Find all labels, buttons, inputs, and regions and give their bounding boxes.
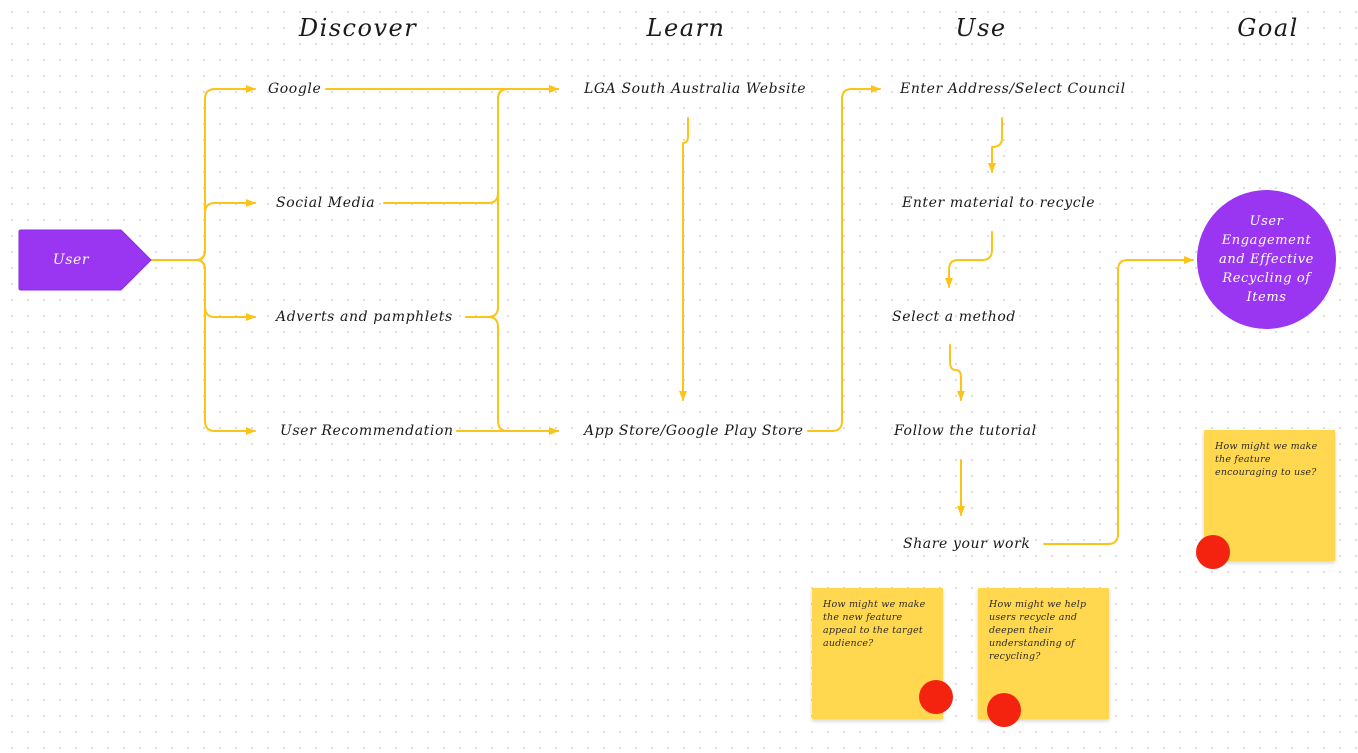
connector-user-adverts xyxy=(151,259,256,321)
connector-lga-appstore xyxy=(679,117,689,401)
connector-social-media-lga xyxy=(383,85,559,204)
connector-method-tutorial xyxy=(949,344,965,401)
node-google[interactable]: Google xyxy=(268,81,322,97)
sticky-note-text: How might we help users recycle and deep… xyxy=(989,599,1087,662)
connector-appstore-address xyxy=(807,85,881,432)
connector-user-recommendation xyxy=(151,259,256,435)
vote-dot[interactable] xyxy=(919,680,953,714)
node-follow-tutorial[interactable]: Follow the tutorial xyxy=(894,423,1037,439)
goal-node[interactable]: User Engagement and Effective Recycling … xyxy=(1197,190,1336,329)
connector-share-goal xyxy=(1043,256,1194,545)
sticky-note-encouraging[interactable]: How might we make the feature encouragin… xyxy=(1204,430,1335,561)
node-app-store[interactable]: App Store/Google Play Store xyxy=(584,423,804,439)
pentagon-shape xyxy=(18,229,152,291)
node-share-your-work[interactable]: Share your work xyxy=(903,536,1031,552)
column-header-use: Use xyxy=(955,14,1007,42)
column-header-discover: Discover xyxy=(298,14,418,42)
column-header-learn: Learn xyxy=(646,14,726,42)
connector-adverts-appstore xyxy=(465,316,559,435)
sticky-note-text: How might we make the feature encouragin… xyxy=(1215,441,1318,478)
node-social-media[interactable]: Social Media xyxy=(276,195,376,211)
connector-user-google xyxy=(151,85,256,261)
vote-dot[interactable] xyxy=(1196,535,1230,569)
goal-label: User Engagement and Effective Recycling … xyxy=(1219,214,1314,305)
node-user-recommendation[interactable]: User Recommendation xyxy=(280,423,454,439)
node-adverts-and-pamphlets[interactable]: Adverts and pamphlets xyxy=(276,309,453,325)
connector-user-social-media xyxy=(151,199,256,261)
node-select-method[interactable]: Select a method xyxy=(892,309,1016,325)
connector-address-material xyxy=(988,117,1003,173)
node-enter-material[interactable]: Enter material to recycle xyxy=(902,195,1096,211)
column-header-goal: Goal xyxy=(1237,14,1299,42)
connector-material-method xyxy=(945,231,993,288)
connector-adverts-lga xyxy=(465,85,559,318)
sticky-note-text: How might we make the new feature appeal… xyxy=(823,599,926,649)
node-enter-address[interactable]: Enter Address/Select Council xyxy=(900,81,1126,97)
node-lga-website[interactable]: LGA South Australia Website xyxy=(584,81,807,97)
start-node-user[interactable]: User xyxy=(18,229,152,291)
start-node-label: User xyxy=(52,252,90,268)
vote-dot[interactable] xyxy=(987,693,1021,727)
